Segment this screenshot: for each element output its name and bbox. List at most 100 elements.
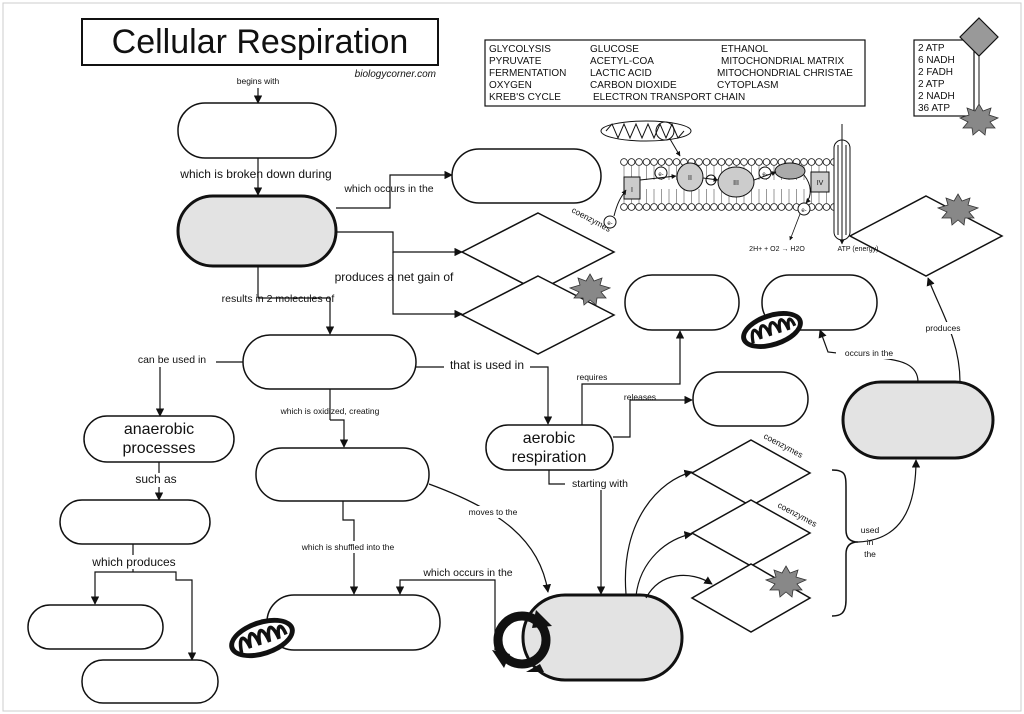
edge-results-in-2 [258,297,335,335]
atp-key-item: 36 ATP [918,103,950,114]
edge-shuffled [342,501,359,595]
membrane-head [702,158,711,166]
membrane-head [695,203,703,211]
etc-flow [803,174,811,204]
membrane-head [770,203,778,211]
membrane-head [717,203,726,211]
label-which-produces: which produces [91,555,175,569]
edge-can-be-used-in [155,361,243,417]
membrane-head [800,158,808,166]
mitochondria-icon-2 [741,311,803,349]
answer-box-lactic[interactable] [81,659,219,704]
word-bank-item: KREB'S CYCLE [489,92,561,103]
key-starburst-icon [958,103,1000,136]
atp-key-item: 2 ATP [918,43,945,54]
aerobic-line-1: aerobic [523,430,575,447]
etc-label-i: I [631,187,633,194]
membrane-head [747,158,756,166]
word-bank-item: MITOCHONDRIAL MATRIX [721,56,844,67]
word-bank-box [484,39,866,107]
membrane-head [695,158,703,166]
edge-used-in-the [857,459,921,543]
credit-text: biologycorner.com [355,69,436,80]
answer-box-occurs[interactable] [451,148,602,204]
answer-box-etc[interactable] [841,380,995,460]
label-occurs-in-the: which occurs in the [343,183,433,195]
word-bank-item: ETHANOL [721,44,769,55]
edge-produces-right [133,571,197,661]
edge-that-is-used-in [416,366,553,425]
etc-cytochrome [774,162,806,180]
edge-oxidized-2 [330,419,349,448]
answer-box-pyruvate[interactable] [242,334,417,390]
etc-electron-2 [654,166,668,180]
answer-box-1[interactable] [177,102,337,159]
edge-krebs-to-diamond-2 [635,531,693,597]
brace-icon [831,469,859,617]
label-that-is-used-in: that is used in [450,358,524,372]
atp-key: 2 ATP 6 NADH 2 FADH 2 ATP 2 NADH 36 ATP [918,43,955,114]
etc-flow [613,189,627,217]
membrane-head [650,158,658,166]
page-title: Cellular Respiration [112,23,409,61]
membrane-head [702,203,711,211]
etc-atp-label: ATP (energy) [838,246,879,253]
membrane-head [650,203,658,211]
membrane-head [725,203,733,211]
membrane-head [762,158,771,166]
membrane-head [777,203,786,211]
answer-box-matrix[interactable] [266,594,441,651]
membrane-head [710,203,718,211]
membrane-head [657,158,666,166]
label-used-in-the-3: the [864,549,876,559]
answer-box-acetyl[interactable] [255,447,430,502]
answer-box-fermentation[interactable] [59,499,211,545]
title-box [81,18,439,66]
word-bank-item: ACETYL-COA [590,56,654,67]
membrane-head [710,158,718,166]
edge-krebs-to-diamond-1 [624,469,693,595]
answer-box-krebs[interactable] [521,593,684,682]
membrane-head [627,203,636,211]
label-shuffled: which is shuffled into the [301,542,395,552]
edge-to-occurs-box [336,170,453,209]
edge-occurs-in-2 [395,579,496,650]
membrane-head [755,158,763,166]
answer-box-oxygen[interactable] [624,274,740,331]
answer-box-shaded-1[interactable] [176,194,338,268]
label-bg [126,353,216,367]
atp-key-item: 2 FADH [918,67,953,78]
word-bank-item: GLUCOSE [590,44,639,55]
label-bg [444,358,530,372]
label-bg [836,347,902,359]
answer-diamond-6[interactable] [848,195,1004,277]
label-can-be-used-in: can be used in [138,354,206,366]
label-bg [565,477,635,490]
label-occurs-in-the-2: which occurs in the [422,567,512,579]
etc-zoom-circle [655,121,675,141]
label-bg [418,566,518,579]
word-bank-item: OXYGEN [489,80,532,91]
membrane-head [822,158,831,166]
word-bank-item: FERMENTATION [489,68,566,79]
membrane-head [807,158,816,166]
membrane-head [635,203,643,211]
atp-key-item: 2 ATP [918,79,945,90]
etc-complex-3 [717,166,755,198]
etc-complex-4 [810,171,830,193]
label-results-in: results in 2 molecules of [222,293,335,305]
membrane-head [620,203,628,211]
membrane-head [672,158,681,166]
membrane-head [717,158,726,166]
etc-zoom-line [669,138,681,157]
membrane-head [620,158,628,166]
membrane-head [815,203,823,211]
etc-complex-2 [676,162,704,192]
answer-box-ethanol[interactable] [27,604,164,650]
answer-box-co2[interactable] [692,371,809,427]
etc-label-iv: IV [817,180,824,187]
etc-flow [702,176,719,182]
atp-key-item: 6 NADH [918,55,955,66]
